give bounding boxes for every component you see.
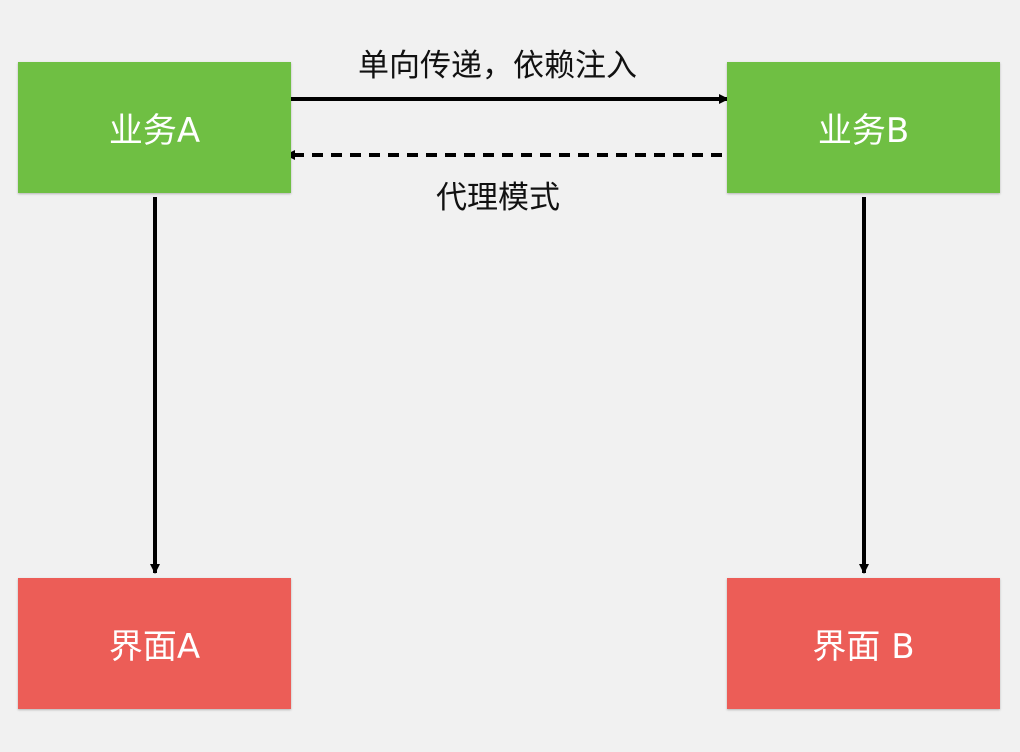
delegate-edge-label: 代理模式 — [436, 180, 560, 216]
business-b-label: 业务B — [817, 111, 910, 151]
ui-b-node: 界面 B — [727, 578, 1000, 709]
ui-a-label: 界面A — [108, 627, 201, 667]
business-b-node: 业务B — [727, 62, 1000, 193]
forward-edge-label: 单向传递，依赖注入 — [358, 48, 637, 84]
business-a-node: 业务A — [18, 62, 291, 193]
ui-b-label: 界面 B — [812, 627, 915, 667]
business-a-label: 业务A — [108, 111, 201, 151]
ui-a-node: 界面A — [18, 578, 291, 709]
